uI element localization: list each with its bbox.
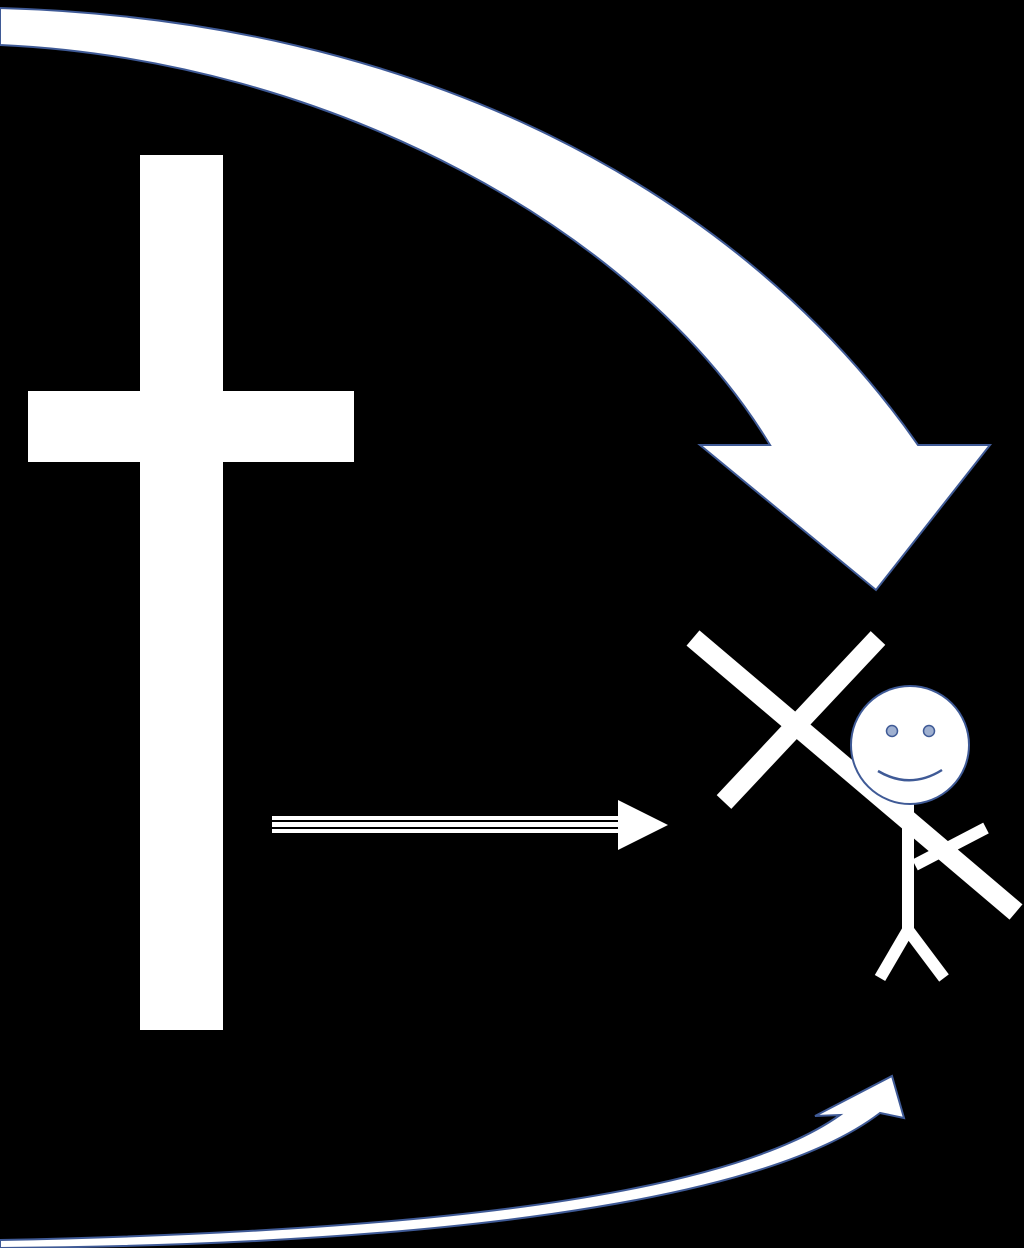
cross-vertical-beam (140, 155, 223, 1030)
arrow-shaft-stripe-1 (272, 820, 622, 822)
eye-right-icon (924, 726, 935, 737)
figure-head (851, 686, 969, 804)
eye-left-icon (887, 726, 898, 737)
arrow-shaft (272, 816, 622, 833)
head-circle (851, 686, 969, 804)
cross-horizontal-beam (28, 391, 354, 462)
arrow-shaft-stripe-2 (272, 827, 622, 829)
